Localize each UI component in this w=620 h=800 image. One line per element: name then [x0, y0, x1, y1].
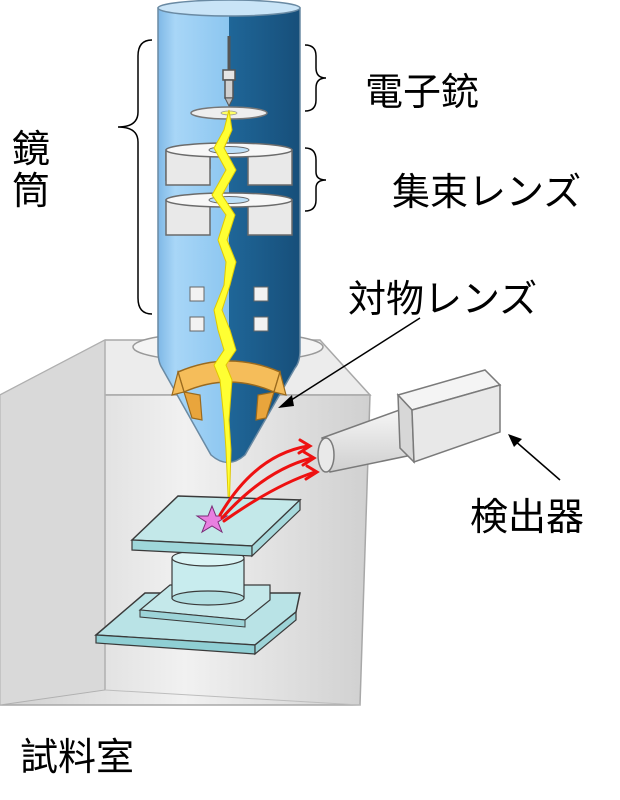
- column-top: [157, 0, 301, 17]
- label-condenser-lens: 集束レンズ: [392, 170, 581, 214]
- detector: [317, 369, 502, 473]
- sample-stage: [94, 495, 302, 656]
- objective-pointer: [278, 317, 421, 408]
- condenser-lens-2: [165, 192, 293, 236]
- label-sample-chamber: 試料室: [20, 735, 134, 779]
- label-objective-lens: 対物レンズ: [348, 277, 537, 321]
- label-column-2: 筒: [12, 169, 50, 213]
- label-column-1: 鏡: [12, 127, 50, 171]
- label-electron-gun: 電子銃: [365, 70, 479, 114]
- lens-brace: [304, 147, 327, 212]
- condenser-lens-1: [165, 142, 293, 186]
- scan-coils: [189, 286, 269, 332]
- gun-brace: [304, 44, 327, 112]
- chamber-inner-left-wall: [0, 339, 106, 706]
- label-detector: 検出器: [470, 495, 584, 539]
- emission-arrows: [218, 438, 320, 523]
- detector-pointer: [508, 434, 561, 481]
- column-brace: [117, 39, 153, 315]
